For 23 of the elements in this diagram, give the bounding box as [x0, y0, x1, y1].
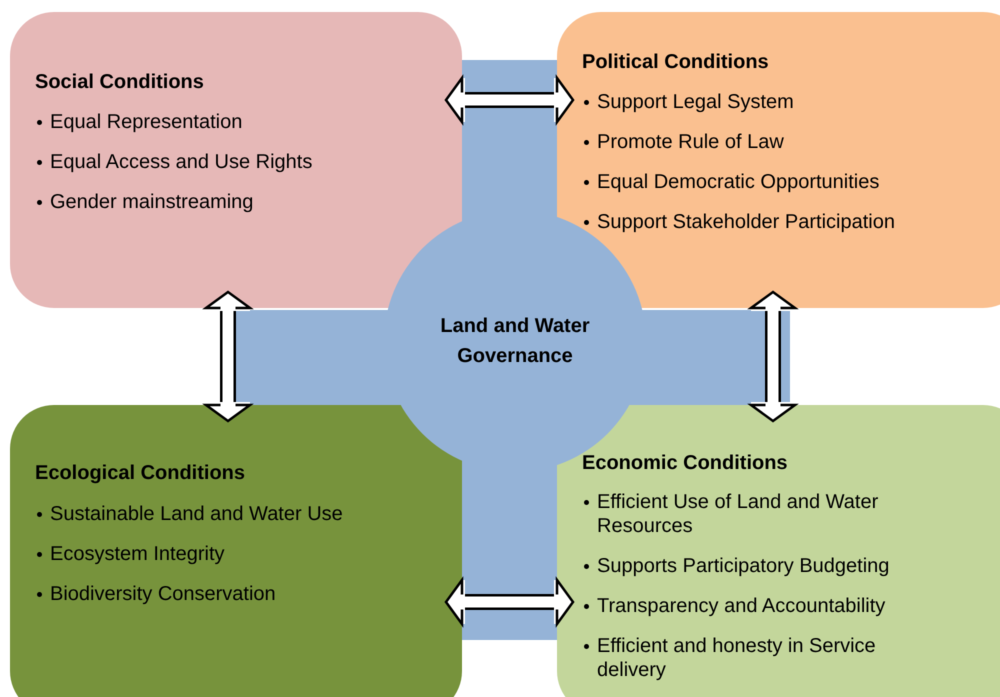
bullet-text: Support Legal System — [597, 91, 794, 113]
bullet-text: Gender mainstreaming — [50, 191, 254, 213]
bullet-text: Ecosystem Integrity — [50, 543, 225, 565]
bullet-text: Support Stakeholder Participation — [597, 211, 895, 233]
bullet-text: Supports Participatory Budgeting — [597, 555, 890, 577]
condition-card — [10, 12, 462, 308]
card-heading: Political Conditions — [582, 50, 769, 74]
bullet-text: Equal Representation — [50, 111, 242, 133]
condition-card — [557, 405, 1000, 697]
condition-card — [557, 12, 1000, 308]
bullet-text: Efficient and honesty in Service delivery — [597, 635, 876, 681]
card-heading: Economic Conditions — [582, 451, 788, 475]
bullet-text: Efficient Use of Land and Water Resources — [597, 491, 878, 537]
bullet-text: Equal Democratic Opportunities — [597, 171, 880, 193]
bullet-text: Biodiversity Conservation — [50, 583, 276, 605]
bullet-text: Promote Rule of Law — [597, 131, 784, 153]
condition-card — [10, 405, 462, 697]
bullet-text: Transparency and Accountability — [597, 595, 886, 617]
center-title: Land and Water Governance — [439, 314, 591, 369]
card-heading: Ecological Conditions — [35, 461, 246, 485]
bullet-text: Equal Access and Use Rights — [50, 151, 312, 173]
bullet-text: Sustainable Land and Water Use — [50, 503, 343, 525]
card-heading: Social Conditions — [35, 70, 204, 94]
